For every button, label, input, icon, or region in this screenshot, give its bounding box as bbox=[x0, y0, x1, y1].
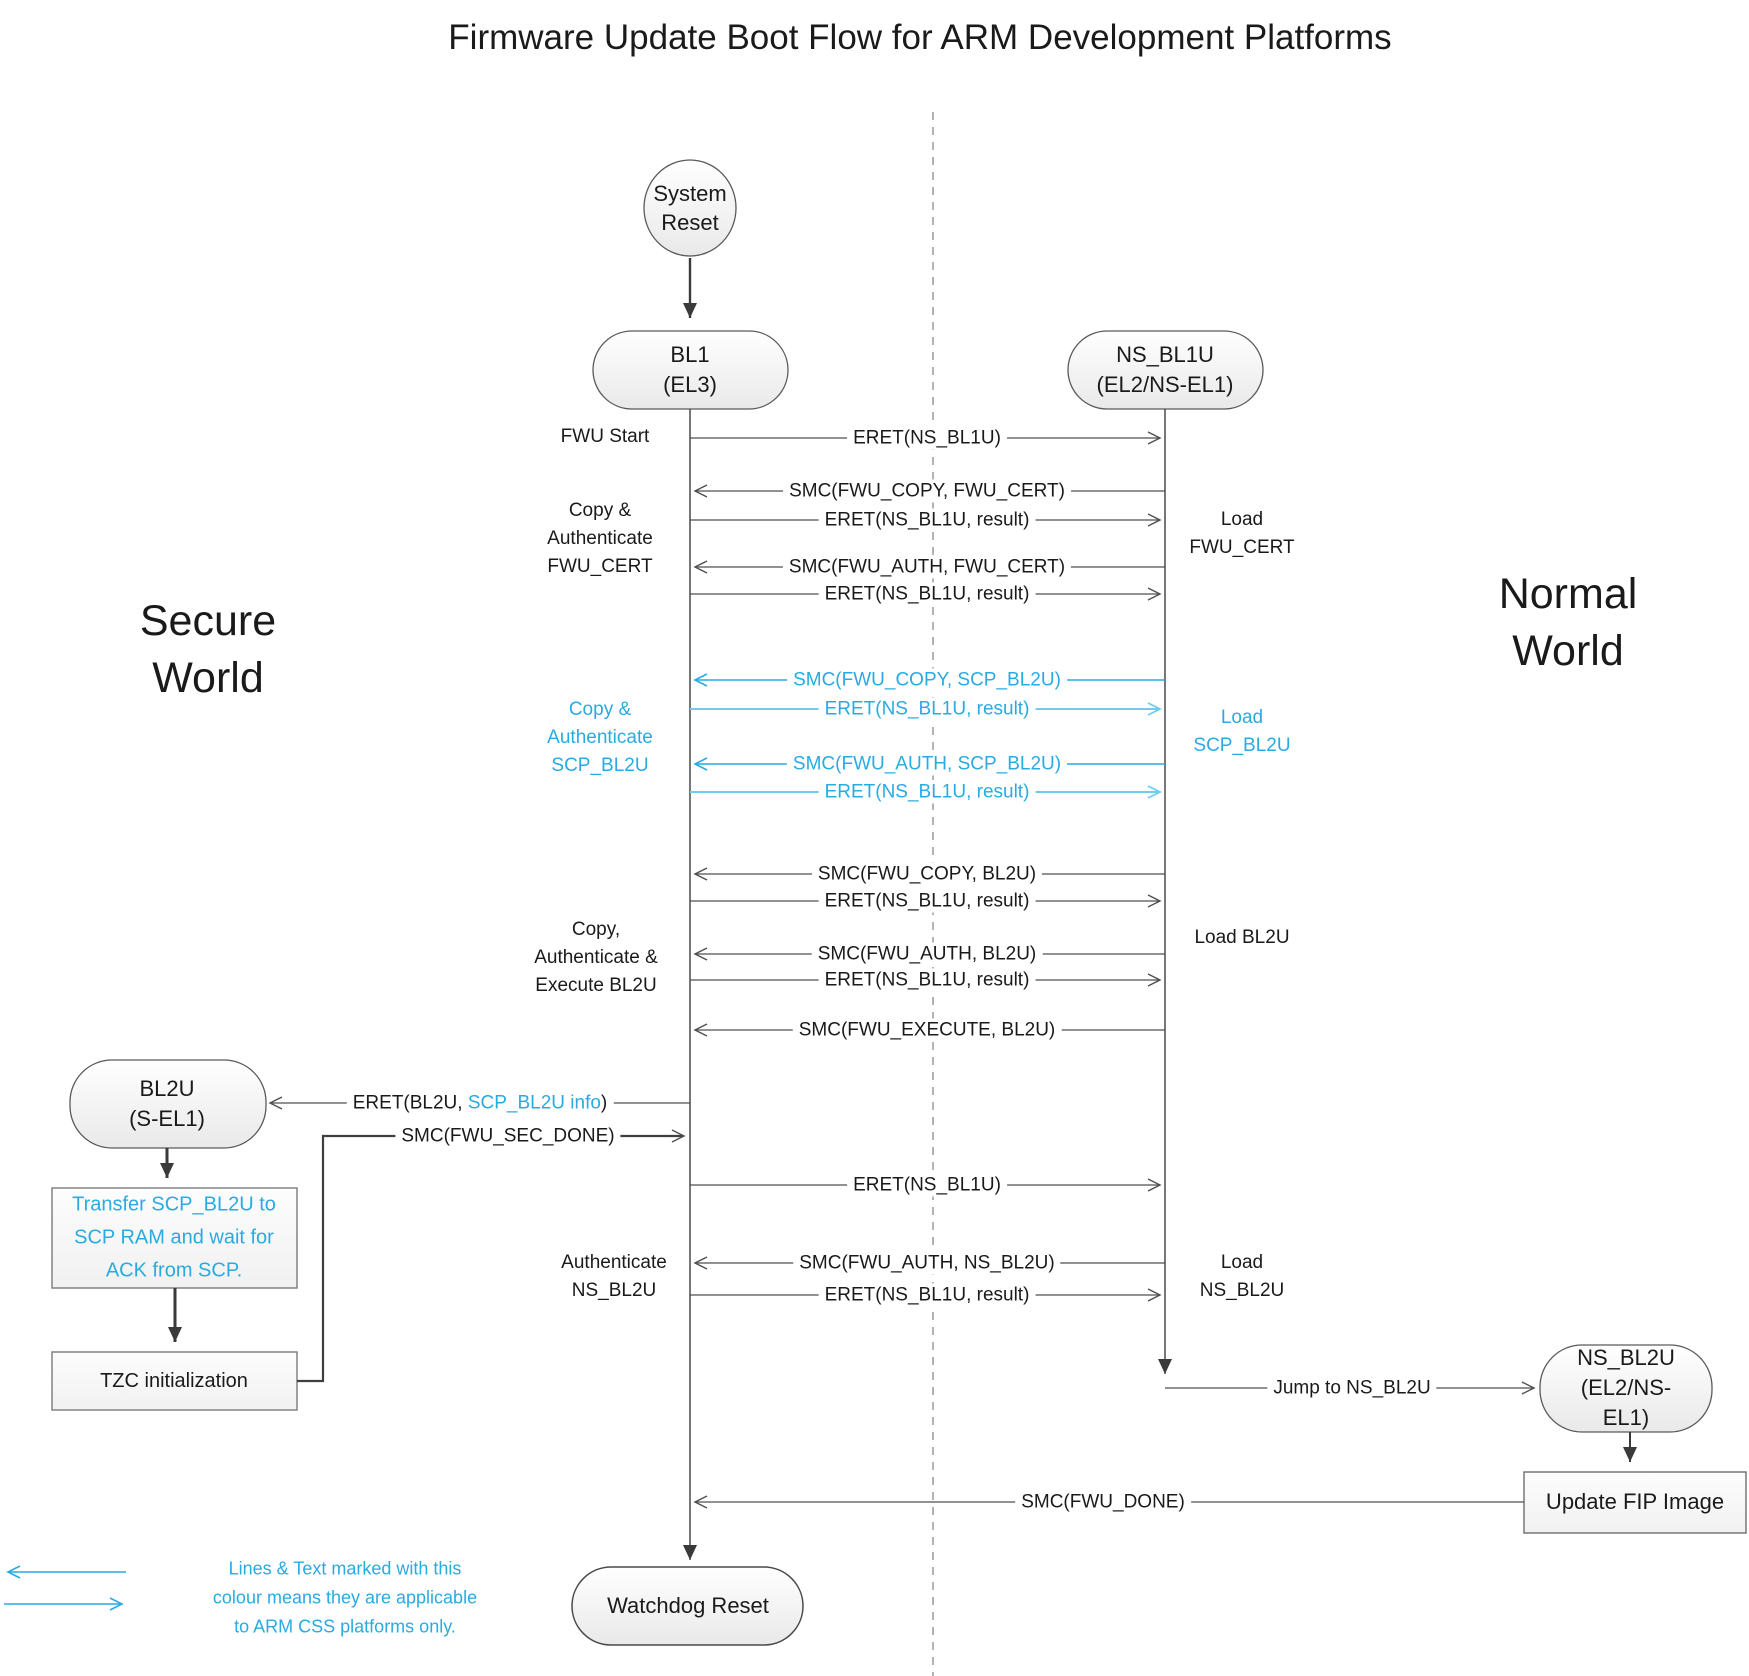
msg-eret-result-3: ERET(NS_BL1U, result) bbox=[818, 697, 1036, 721]
legend-text: Lines & Text marked with this colour mea… bbox=[212, 1558, 478, 1637]
msg-eret-bl2u-suffix: ) bbox=[600, 1092, 608, 1114]
msg-smc-fwu-auth-scp-bl2u: SMC(FWU_AUTH, SCP_BL2U) bbox=[786, 752, 1068, 776]
msg-eret-result-6: ERET(NS_BL1U, result) bbox=[818, 968, 1036, 992]
msg-eret-ns-bl1u-2: ERET(NS_BL1U) bbox=[847, 1173, 1007, 1197]
watchdog-reset-node bbox=[571, 1566, 804, 1646]
msg-smc-fwu-copy-fwu-cert: SMC(FWU_COPY, FWU_CERT) bbox=[783, 479, 1071, 503]
msg-eret-result-4: ERET(NS_BL1U, result) bbox=[818, 780, 1036, 804]
update-fip-label: Update FIP Image bbox=[1545, 1489, 1725, 1514]
transfer-scp-box bbox=[51, 1187, 298, 1289]
system-reset-node bbox=[643, 159, 737, 257]
msg-jump-to-ns-bl2u: Jump to NS_BL2U bbox=[1267, 1376, 1437, 1400]
page-title: Firmware Update Boot Flow for ARM Develo… bbox=[448, 18, 1392, 57]
tzc-init-label: TZC initialization bbox=[100, 1370, 248, 1392]
transfer-scp-label: Transfer SCP_BL2U to SCP RAM and wait fo… bbox=[72, 1193, 276, 1282]
side-load-scp-bl2u: Load SCP_BL2U bbox=[1193, 707, 1291, 756]
normal-world-label: Normal World bbox=[1498, 570, 1638, 675]
msg-eret-result-5: ERET(NS_BL1U, result) bbox=[818, 889, 1036, 913]
watchdog-reset-label: Watchdog Reset bbox=[607, 1593, 769, 1618]
msg-eret-result-1: ERET(NS_BL1U, result) bbox=[818, 508, 1036, 532]
tzc-init-box bbox=[51, 1351, 298, 1411]
update-fip-box bbox=[1523, 1471, 1747, 1534]
msg-eret-bl2u-prefix: ERET(BL2U, bbox=[352, 1092, 468, 1114]
side-copy-auth-scp-bl2u: Copy & Authenticate SCP_BL2U bbox=[547, 699, 653, 776]
msg-eret-ns-bl1u-1: ERET(NS_BL1U) bbox=[847, 426, 1007, 450]
msg-smc-fwu-auth-bl2u: SMC(FWU_AUTH, BL2U) bbox=[811, 942, 1043, 966]
side-load-fwu-cert: Load FWU_CERT bbox=[1189, 509, 1295, 558]
msg-smc-fwu-sec-done: SMC(FWU_SEC_DONE) bbox=[395, 1124, 621, 1148]
msg-eret-result-2: ERET(NS_BL1U, result) bbox=[818, 582, 1036, 606]
msg-smc-fwu-copy-scp-bl2u: SMC(FWU_COPY, SCP_BL2U) bbox=[787, 668, 1067, 692]
system-reset-label: System Reset bbox=[653, 181, 727, 235]
msg-smc-fwu-copy-bl2u: SMC(FWU_COPY, BL2U) bbox=[811, 862, 1043, 886]
side-load-bl2u: Load BL2U bbox=[1194, 927, 1290, 948]
msg-smc-fwu-execute-bl2u: SMC(FWU_EXECUTE, BL2U) bbox=[792, 1018, 1062, 1042]
msg-eret-bl2u: ERET(BL2U, SCP_BL2U info) bbox=[346, 1091, 614, 1115]
secure-world-label: Secure World bbox=[139, 597, 277, 702]
msg-smc-fwu-auth-fwu-cert: SMC(FWU_AUTH, FWU_CERT) bbox=[782, 555, 1072, 579]
side-authenticate-ns-bl2u: Authenticate NS_BL2U bbox=[561, 1252, 667, 1301]
bl2u-label: BL2U (S-EL1) bbox=[129, 1076, 205, 1131]
msg-smc-fwu-done: SMC(FWU_DONE) bbox=[1015, 1490, 1191, 1514]
bl1-label: BL1 (EL3) bbox=[663, 342, 717, 397]
msg-eret-bl2u-scp-info: SCP_BL2U info bbox=[467, 1092, 601, 1114]
msg-smc-fwu-auth-ns-bl2u: SMC(FWU_AUTH, NS_BL2U) bbox=[793, 1251, 1061, 1275]
ns-bl2u-node bbox=[1539, 1344, 1713, 1433]
side-copy-auth-fwu-cert: Copy & Authenticate FWU_CERT bbox=[547, 500, 653, 577]
side-copy-auth-exec-bl2u: Copy, Authenticate & Execute BL2U bbox=[534, 919, 658, 996]
ns-bl1u-label: NS_BL1U (EL2/NS-EL1) bbox=[1096, 342, 1234, 397]
ns-bl2u-label: NS_BL2U (EL2/NS-EL1) bbox=[1577, 1345, 1675, 1430]
msg-eret-result-7: ERET(NS_BL1U, result) bbox=[818, 1283, 1036, 1307]
side-fwu-start: FWU Start bbox=[560, 426, 650, 447]
side-load-ns-bl2u: Load NS_BL2U bbox=[1199, 1252, 1285, 1301]
